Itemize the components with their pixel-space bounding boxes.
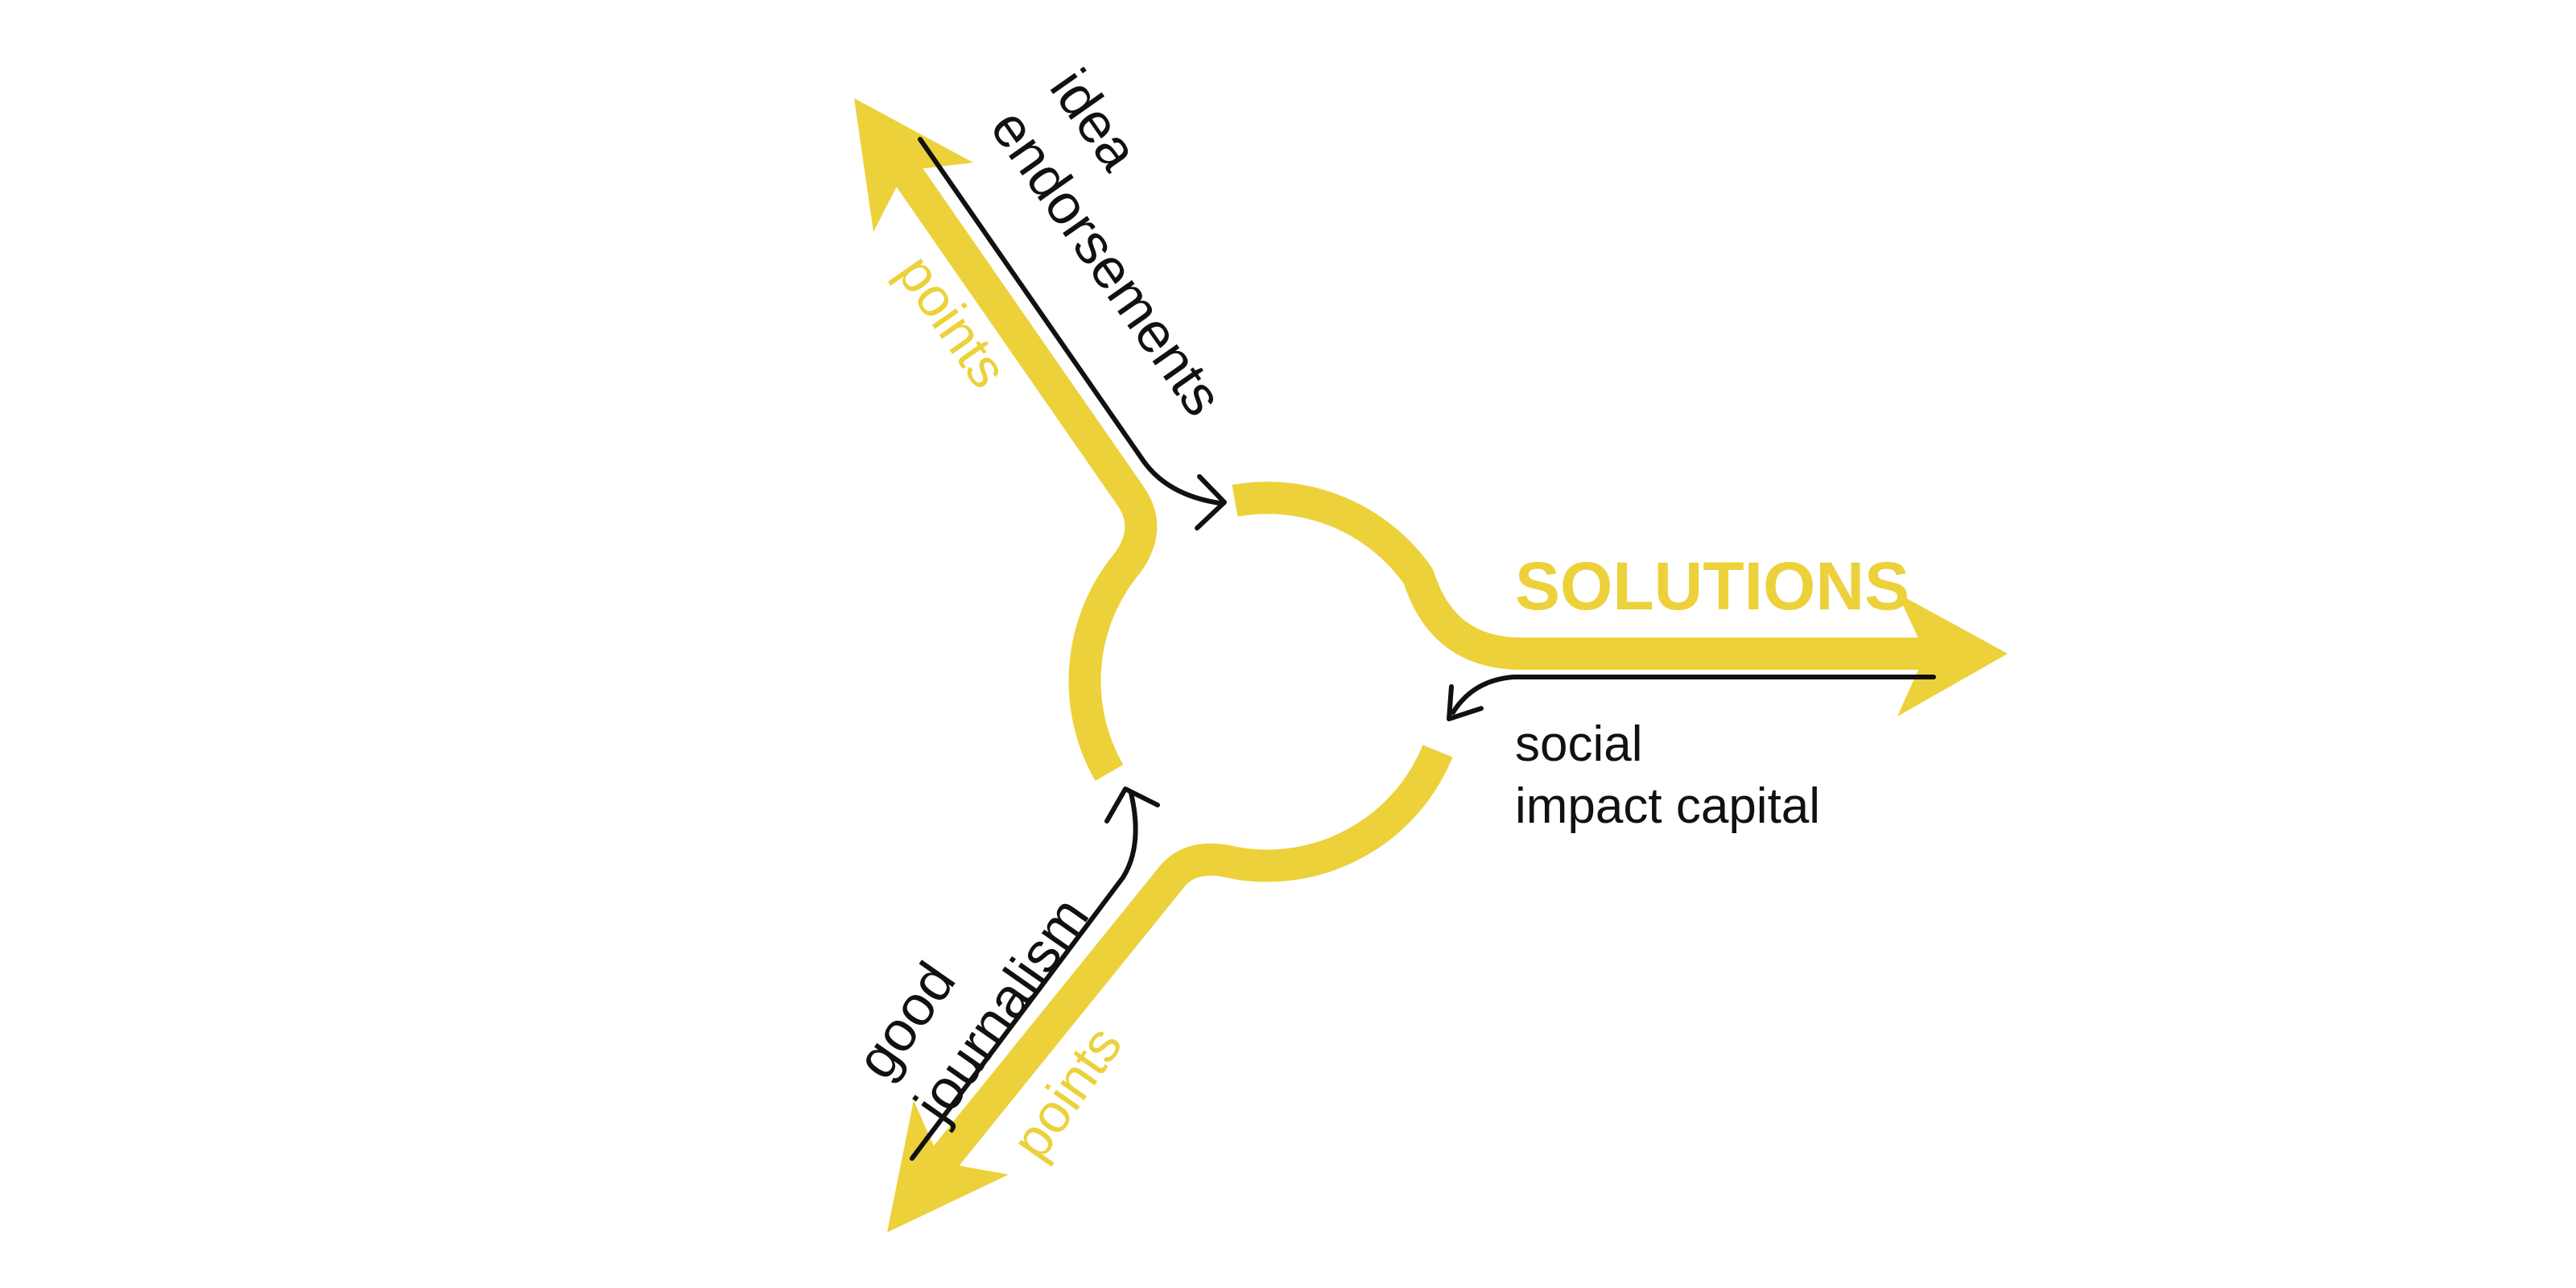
lower-arc-and-lower-left-arm	[928, 745, 1453, 1173]
yellow-flow	[891, 161, 1926, 1173]
endorsements-arrow-icon	[1195, 474, 1227, 530]
journalism-arrow-icon	[1104, 786, 1160, 824]
social-capital-line	[1451, 675, 1936, 715]
black-flow	[910, 137, 1936, 1161]
upper-left-arm-and-left-arc	[891, 161, 1158, 781]
lower-left-arrowhead-icon	[887, 1100, 1009, 1232]
top-arc-and-solutions-arm	[1232, 481, 1926, 670]
social-capital-arrow-icon	[1447, 684, 1484, 721]
impact-capital-label: impact capital	[1515, 778, 1820, 834]
yellow-arrowheads	[854, 98, 2008, 1232]
social-label: social	[1515, 716, 1643, 772]
endorsements-line	[918, 137, 1222, 506]
upper-left-arrowhead-icon	[854, 98, 973, 232]
solutions-arrowhead-icon	[1897, 593, 2008, 716]
journalism-line	[910, 791, 1138, 1161]
points-lower-label: points	[1000, 1015, 1133, 1170]
solutions-label: SOLUTIONS	[1515, 548, 1909, 624]
